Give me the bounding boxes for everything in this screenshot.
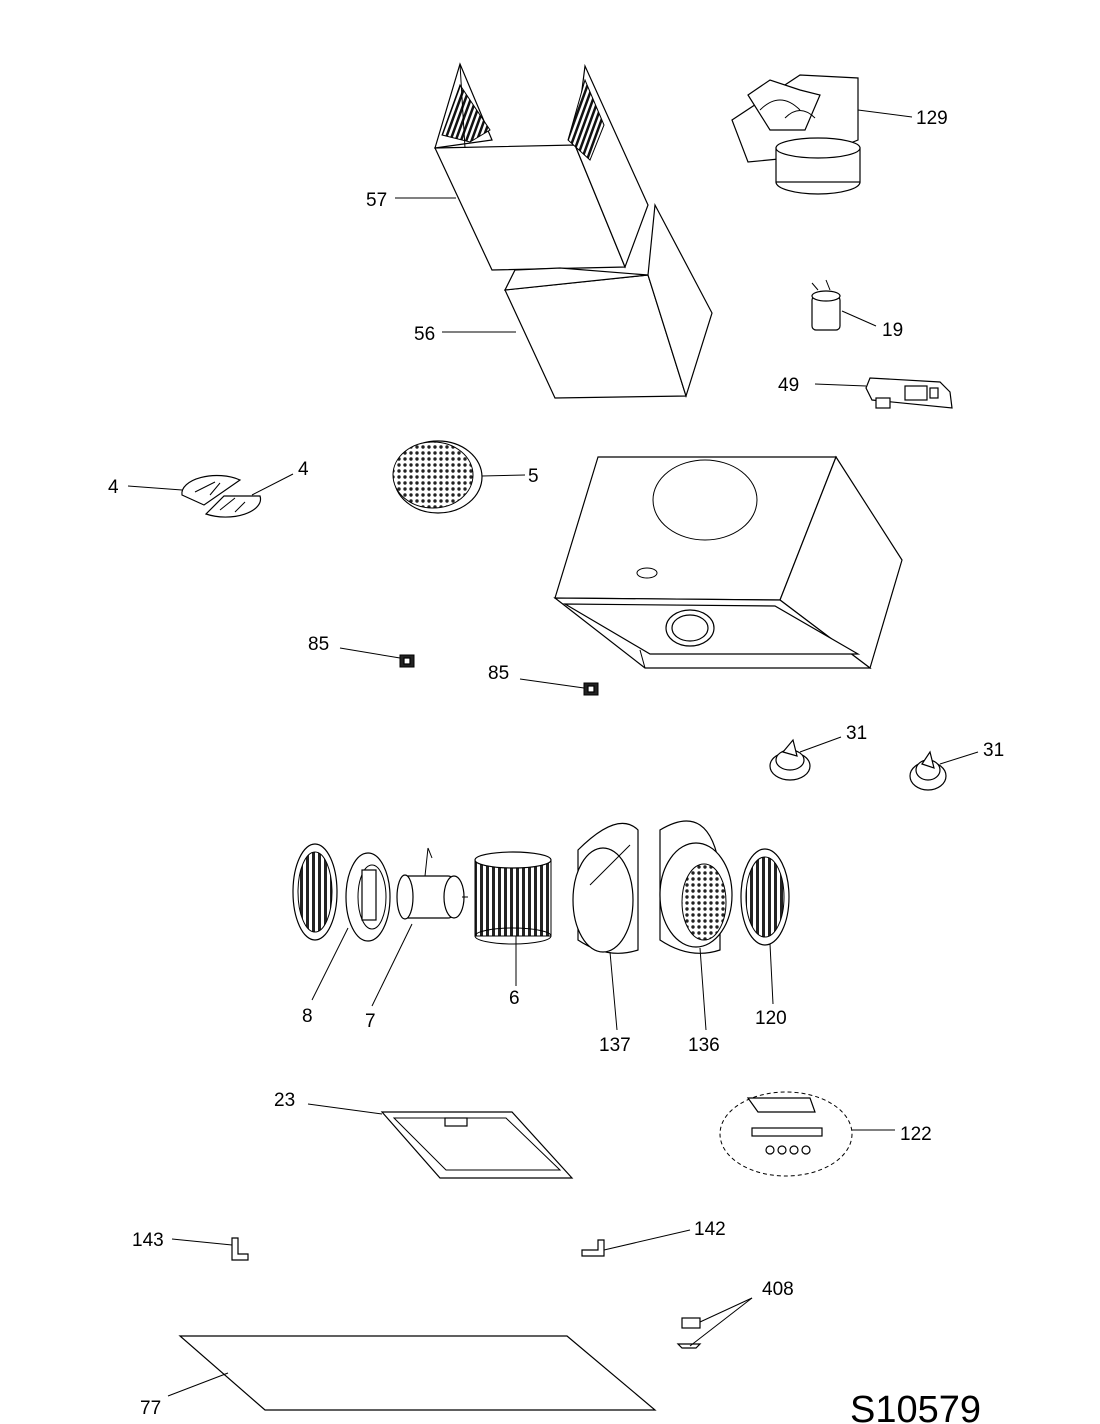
grease-clip-part-left <box>181 474 242 506</box>
callout-137: 137 <box>599 1035 631 1056</box>
fan-housing-front-part <box>572 822 639 954</box>
impeller-part <box>474 851 552 945</box>
grease-filter-part <box>380 1111 574 1179</box>
callout-6: 6 <box>509 988 520 1009</box>
clip-part-right <box>581 1239 605 1257</box>
fan-housing-rear-part <box>659 820 733 954</box>
callout-122: 122 <box>900 1124 932 1145</box>
callout-85-right: 85 <box>488 663 509 684</box>
callout-4-right: 4 <box>298 459 309 480</box>
callout-31-right: 31 <box>983 740 1004 761</box>
motor-adapter-part <box>731 74 861 195</box>
control-board-part <box>865 377 953 409</box>
drawing-number: S10579 <box>850 1389 981 1424</box>
motor-part <box>396 847 468 920</box>
hood-body-part <box>553 455 903 670</box>
small-clip-part <box>676 1317 702 1349</box>
callout-57: 57 <box>366 190 387 211</box>
capacitor-part <box>811 279 841 331</box>
clip-part-left <box>231 1237 249 1261</box>
callout-85-left: 85 <box>308 634 329 655</box>
callout-408: 408 <box>762 1279 794 1300</box>
fan-grille-part <box>740 848 790 946</box>
control-knob-part-right <box>909 750 947 791</box>
grease-clip-part-right <box>204 495 262 518</box>
bottom-panel-part <box>178 1335 657 1411</box>
callout-56: 56 <box>414 324 435 345</box>
callout-143: 143 <box>132 1230 164 1251</box>
callout-23: 23 <box>274 1090 295 1111</box>
lower-chimney-part <box>503 202 713 399</box>
light-kit-part <box>719 1091 853 1177</box>
callout-5: 5 <box>528 466 539 487</box>
callout-49: 49 <box>778 375 799 396</box>
callout-77: 77 <box>140 1398 161 1419</box>
callout-142: 142 <box>694 1219 726 1240</box>
carbon-filter-part <box>392 440 483 514</box>
callout-129: 129 <box>916 108 948 129</box>
callout-4-left: 4 <box>108 477 119 498</box>
bracket-part-right <box>583 682 599 696</box>
bracket-part-left <box>399 654 415 668</box>
upper-chimney-part <box>434 62 649 271</box>
leader-lines <box>127 109 979 1397</box>
callout-136: 136 <box>688 1035 720 1056</box>
callout-7: 7 <box>365 1011 376 1032</box>
callout-120: 120 <box>755 1008 787 1029</box>
callout-8: 8 <box>302 1006 313 1027</box>
control-knob-part-left <box>769 738 811 781</box>
callout-31-left: 31 <box>846 723 867 744</box>
callout-19: 19 <box>882 320 903 341</box>
motor-plate-part <box>292 843 391 942</box>
